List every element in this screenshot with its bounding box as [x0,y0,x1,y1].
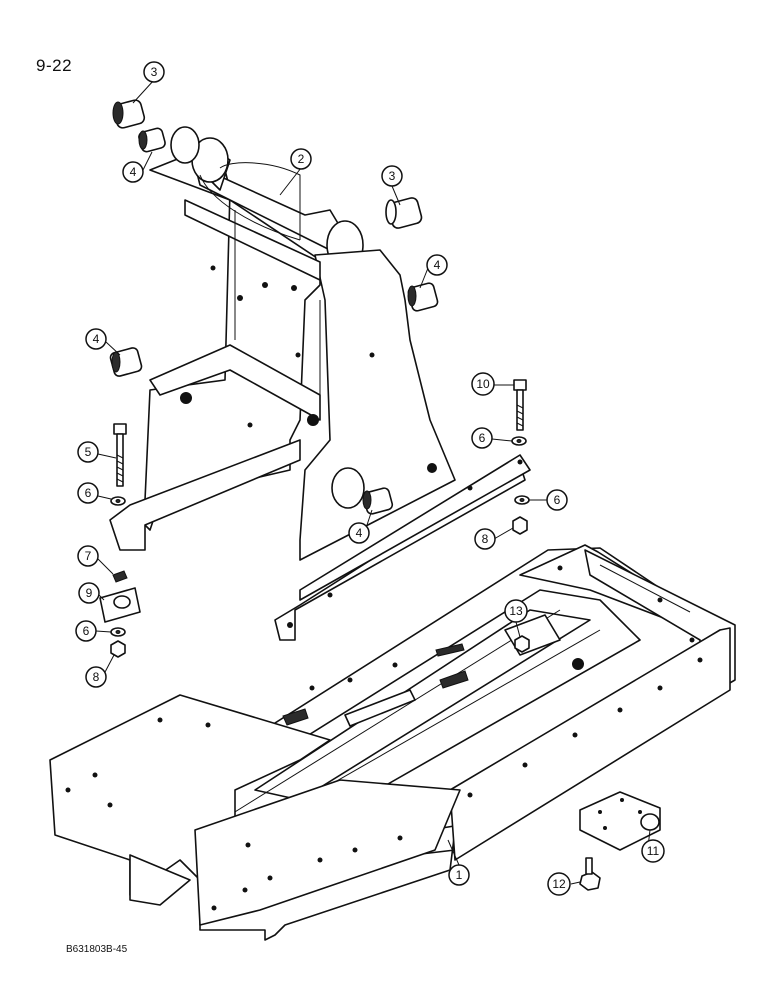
callouts: 1 2 3 3 4 4 4 4 5 6 6 6 6 7 8 8 9 10 11 … [75,61,665,896]
svg-text:4: 4 [130,165,137,179]
callout-10: 10 [471,372,495,396]
svg-text:5: 5 [85,445,92,459]
main-frame [49,544,736,941]
bushing-4-lower [362,487,394,515]
callout-7: 7 [77,545,99,567]
svg-text:10: 10 [476,377,490,391]
callout-6-upper-right: 6 [471,427,493,449]
callout-3-left: 3 [143,61,165,83]
fasteners [99,379,661,891]
svg-text:1: 1 [456,868,463,882]
svg-text:3: 3 [389,169,396,183]
bushing-4-right [407,282,439,312]
callout-2: 2 [290,148,312,170]
callout-6-right: 6 [546,489,568,511]
bushing-4-mid-left [109,347,143,377]
svg-text:9: 9 [86,586,93,600]
callout-1: 1 [448,864,470,886]
callout-3-right: 3 [381,165,403,187]
loader-tower [109,126,531,641]
svg-text:11: 11 [647,844,660,858]
bushing-4-upper-left [138,127,166,153]
callout-5: 5 [77,441,99,463]
drawing-code: B631803B-45 [66,944,128,955]
bolt-10 [513,379,527,431]
svg-text:12: 12 [552,877,566,891]
leader-lines [95,79,651,885]
callout-8-left: 8 [85,666,107,688]
bushing-3-left [112,99,146,129]
callout-13: 13 [504,599,528,623]
svg-text:13: 13 [509,604,523,618]
svg-text:4: 4 [434,258,441,272]
callout-4-lower: 4 [348,522,370,544]
svg-text:3: 3 [151,65,158,79]
svg-text:7: 7 [85,549,92,563]
bushings [109,99,439,515]
callout-4-right: 4 [426,254,448,276]
svg-text:4: 4 [356,526,363,540]
callout-6-lower-left: 6 [75,620,97,642]
bushing-3-right [385,197,423,229]
page-number: 9-22 [36,56,73,75]
callout-8-right: 8 [474,528,496,550]
svg-text:2: 2 [298,152,305,166]
callout-4-mid-left: 4 [85,328,107,350]
callout-11: 11 [641,839,665,863]
callout-4-upper-left: 4 [122,161,144,183]
bolt-5 [113,423,127,487]
svg-text:8: 8 [482,532,489,546]
svg-text:6: 6 [479,431,486,445]
svg-text:6: 6 [85,486,92,500]
svg-text:4: 4 [93,332,100,346]
svg-text:6: 6 [83,624,90,638]
svg-text:6: 6 [554,493,561,507]
svg-text:8: 8 [93,670,100,684]
callout-6-upper-left: 6 [77,482,99,504]
callout-12: 12 [547,872,571,896]
callout-9: 9 [78,582,100,604]
